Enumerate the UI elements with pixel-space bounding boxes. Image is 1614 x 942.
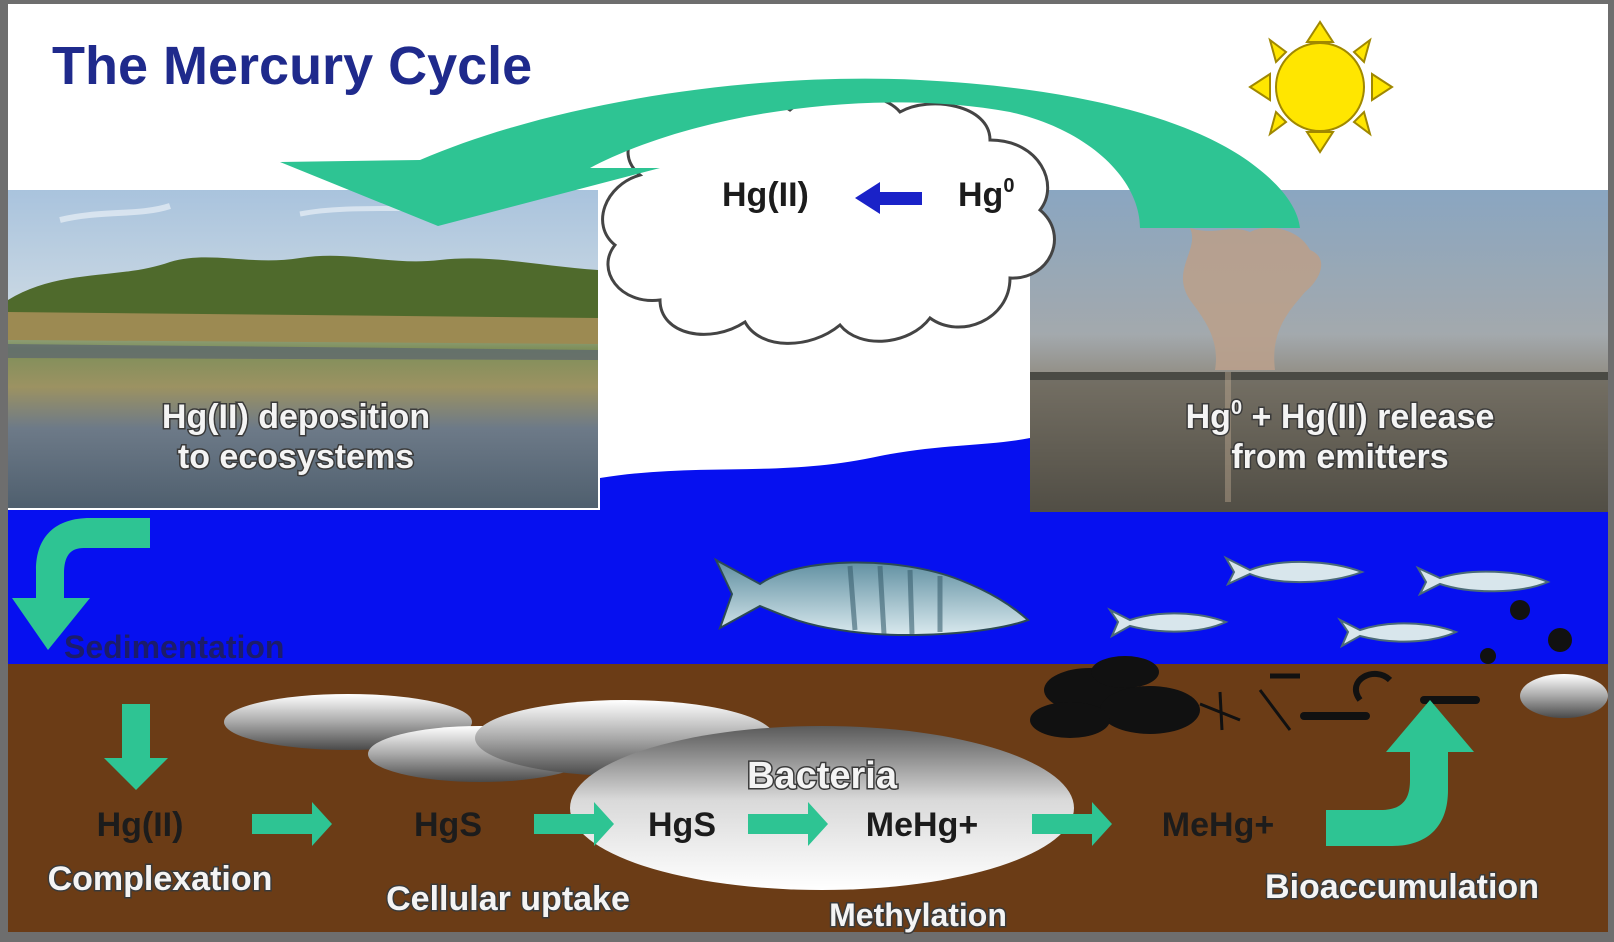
label-bioaccumulation: Bioaccumulation [1265,868,1539,906]
deposition-label-line1: Hg(II) deposition [162,398,430,436]
chain-hgs-2: HgS [648,806,716,844]
label-complexation: Complexation [48,860,273,898]
sedimentation-label: Sedimentation [64,629,284,665]
chain-mehg-2: MeHg+ [1162,806,1274,844]
bacteria-label: Bacteria [747,755,898,797]
chain-hgs-1: HgS [414,806,482,844]
label-cellular-uptake: Cellular uptake [386,880,630,918]
page-title: The Mercury Cycle [52,36,532,96]
deposition-label-line2: to ecosystems [178,438,414,476]
rock-icon [1520,674,1608,718]
bacteria-cell [570,726,1074,890]
label-methylation: Methylation [829,897,1007,933]
release-label-line2: from emitters [1231,438,1448,476]
cloud-hg2-label: Hg(II) [722,176,809,214]
chain-mehg-1: MeHg+ [866,806,978,844]
chain-hg2: Hg(II) [97,806,184,844]
